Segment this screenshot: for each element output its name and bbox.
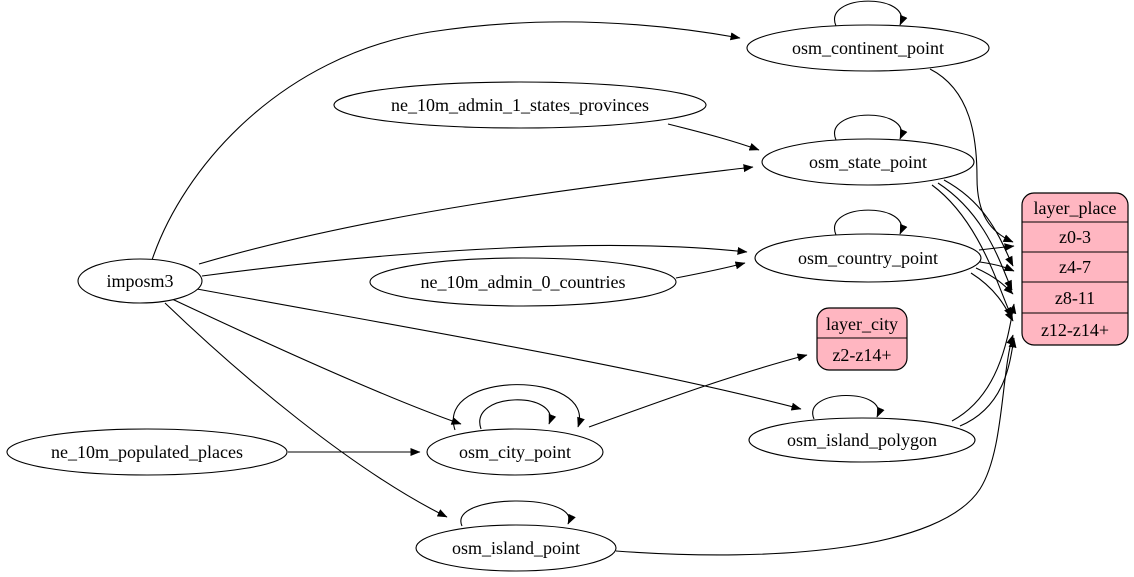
edge-osm_city_point-to-layer_city-z2-z14 (588, 353, 808, 428)
node-osm_continent_point: osm_continent_point (746, 24, 990, 72)
record-layer_place: layer_place z0-3 z4-7 z8-11 z12-z14+ (1021, 192, 1129, 346)
edge-imposm3-to-osm_city_point (171, 298, 462, 425)
osm_island_polygon-label: osm_island_polygon (787, 430, 937, 450)
edge-osm_island_polygon-to-layer_place-z8-11 (951, 303, 1017, 422)
layer_city-title: layer_city (826, 314, 898, 334)
ne_10m_admin_0_countries-ellipse (369, 257, 677, 307)
osm_island_point-label: osm_island_point (452, 538, 580, 558)
node-ne_10m_admin_1_states_provinces: ne_10m_admin_1_states_provinces (333, 81, 707, 129)
node-imposm3: imposm3 (77, 258, 203, 304)
node-osm_state_point: osm_state_point (761, 138, 975, 186)
selfloop-osm_island_polygon (812, 395, 885, 420)
ne_10m_populated_places-ellipse (6, 428, 288, 476)
layer_place-title: layer_place (1034, 198, 1117, 218)
node-ne_10m_populated_places: ne_10m_populated_places (6, 428, 288, 476)
selfloop-outer-osm_city_point (452, 384, 585, 431)
layer_city-row-z2-z14: z2-z14+ (832, 345, 891, 365)
edge-imposm3-to-osm_country_point (201, 244, 748, 277)
edge-osm_country_point-to-layer_place-z8-11 (975, 267, 1014, 295)
edge-osm_country_point-to-layer_place-z12-z14 (970, 272, 1014, 322)
layer_place-row-z8-11: z8-11 (1055, 288, 1095, 308)
edge-osm_island_point-to-layer_place-z12-z14 (615, 334, 1015, 556)
node-osm_country_point: osm_country_point (754, 233, 982, 283)
edge-osm_state_point-to-layer_place-z8-11 (937, 182, 1013, 291)
record-layer_city: layer_city z2-z14+ (816, 307, 908, 371)
osm_city_point-ellipse (426, 428, 604, 476)
selfloop-inner-osm_city_point (479, 399, 557, 430)
osm_country_point-label: osm_country_point (798, 248, 938, 268)
selfloop-osm_continent_point (834, 0, 908, 27)
edge-osm_state_point-to-layer_place-z4-7 (943, 179, 1014, 267)
edge-osm_continent_point-to-layer_place-z0-3 (929, 68, 1014, 243)
osm_state_point-ellipse (761, 138, 975, 186)
selfloop-osm_state_point (834, 114, 908, 141)
edge-imposm3-to-osm_island_polygon (196, 288, 802, 411)
node-ne_10m_admin_0_countries: ne_10m_admin_0_countries (369, 257, 677, 307)
edges (151, 0, 1017, 556)
edge-imposm3-to-osm_island_point (164, 302, 448, 518)
osm_island_polygon-ellipse (748, 417, 976, 463)
ne_10m_admin_1_states_provinces-ellipse (333, 81, 707, 129)
layer_place-row-z0-3: z0-3 (1059, 227, 1091, 247)
ne_10m_populated_places-label: ne_10m_populated_places (51, 442, 243, 462)
edge-ne_10m_admin_1_states_provinces-to-osm_state_point (667, 123, 760, 151)
edge-osm_state_point-to-layer_place-z12-z14 (931, 184, 1013, 318)
osm_continent_point-ellipse (746, 24, 990, 72)
osm_island_point-ellipse (415, 524, 617, 572)
layer_place-row-z4-7: z4-7 (1059, 257, 1091, 277)
imposm3-label: imposm3 (106, 271, 173, 291)
layer_city-box (816, 307, 908, 371)
layer_place-box (1021, 192, 1129, 346)
edge-osm_country_point-to-layer_place-z4-7 (979, 261, 1015, 272)
osm_country_point-ellipse (754, 233, 982, 283)
node-osm_city_point: osm_city_point (426, 428, 604, 476)
edge-imposm3-to-osm_state_point (198, 164, 754, 265)
ne_10m_admin_1_states_provinces-label: ne_10m_admin_1_states_provinces (391, 95, 649, 115)
layer_place-row-z12-z14: z12-z14+ (1041, 320, 1109, 340)
selfloop-osm_country_point (834, 209, 908, 236)
osm_city_point-label: osm_city_point (459, 442, 571, 462)
edge-osm_island_polygon-to-layer_place-z12-z14 (959, 337, 1017, 427)
edge-ne_10m_admin_0_countries-to-osm_country_point (675, 261, 746, 279)
osm_continent_point-label: osm_continent_point (792, 38, 944, 58)
node-osm_island_point: osm_island_point (415, 524, 617, 572)
imposm3-ellipse (77, 258, 203, 304)
edge-imposm3-to-osm_continent_point (151, 21, 741, 261)
osm_state_point-label: osm_state_point (809, 152, 927, 172)
node-osm_island_polygon: osm_island_polygon (748, 417, 976, 463)
ne_10m_admin_0_countries-label: ne_10m_admin_0_countries (421, 272, 626, 292)
edge-osm_country_point-to-layer_place-z0-3 (978, 243, 1015, 252)
selfloop-osm_island_point (460, 500, 576, 527)
